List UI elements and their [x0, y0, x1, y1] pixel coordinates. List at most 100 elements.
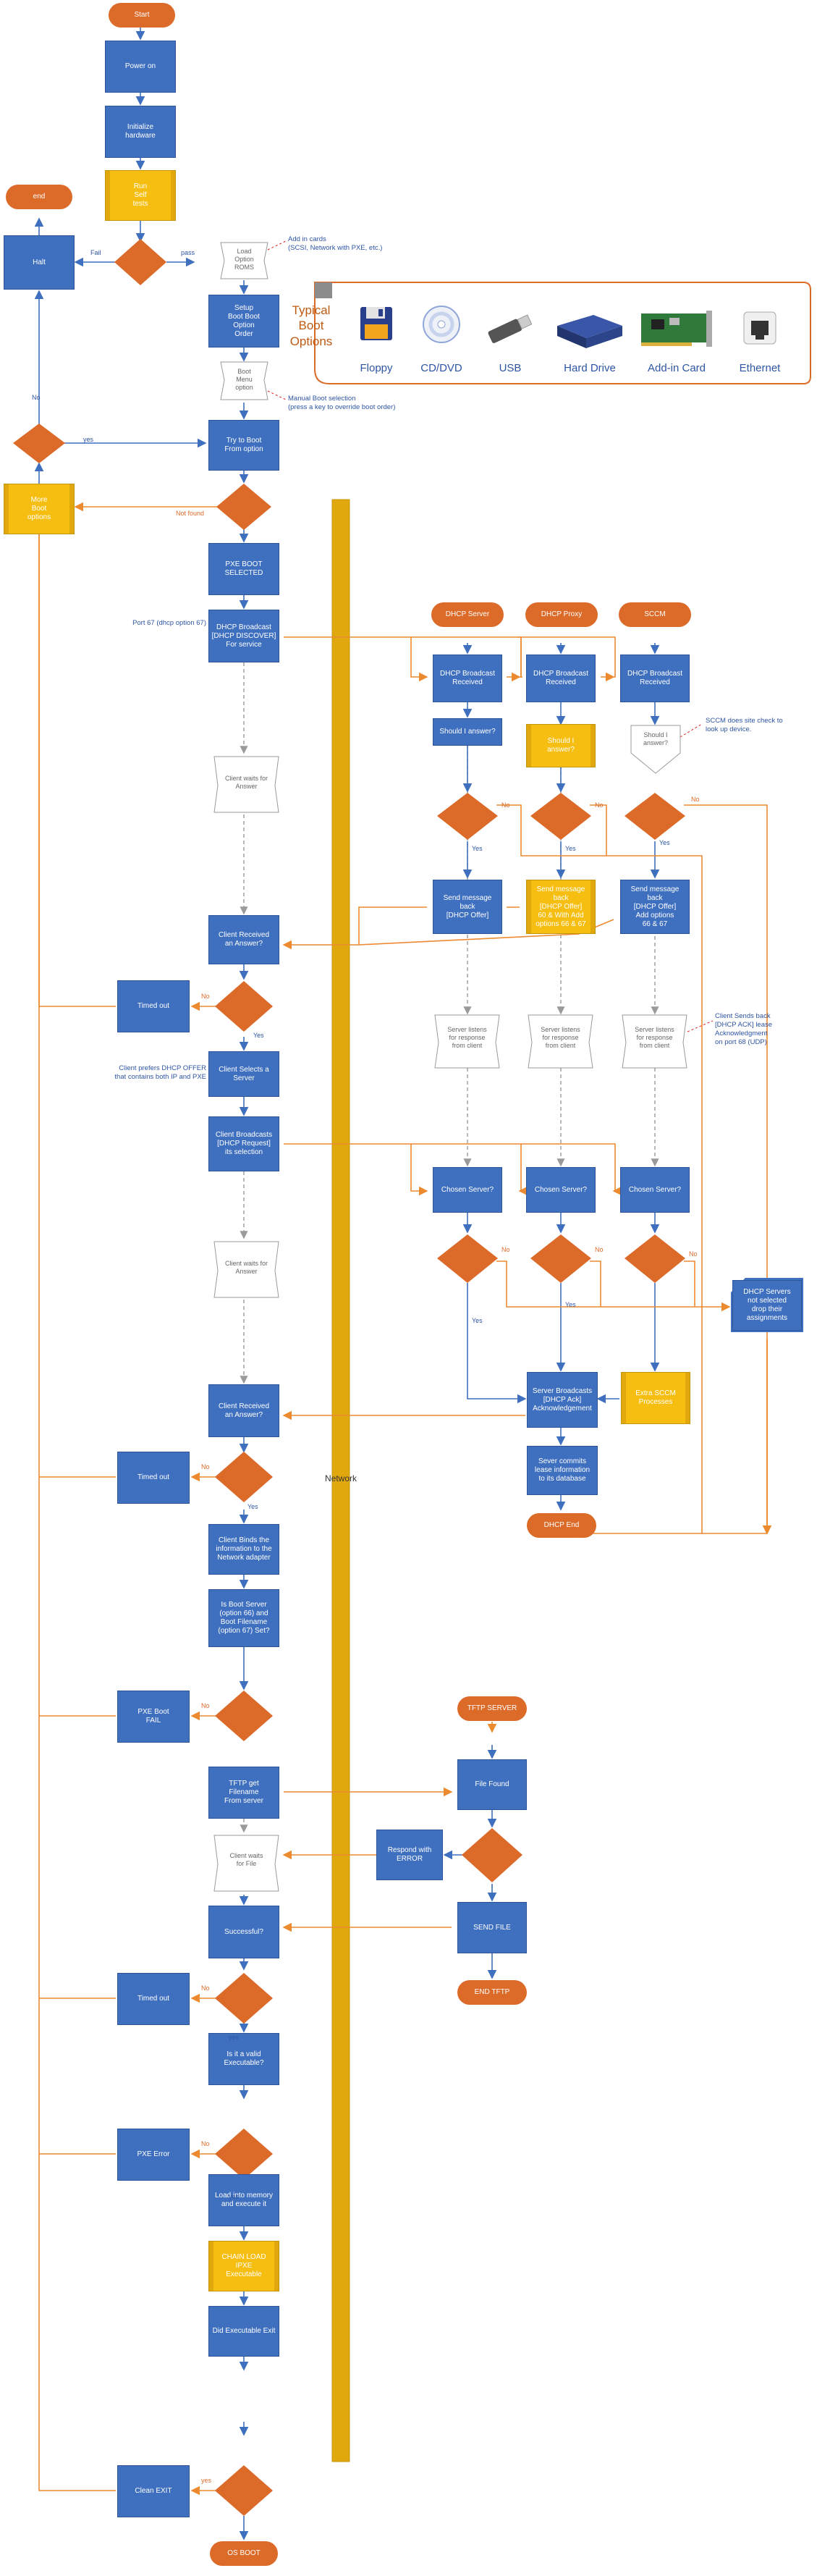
respond-error-step: Respond with ERROR: [376, 1830, 443, 1880]
not-found-diamond: [216, 484, 271, 530]
no-label-sccm: No: [691, 796, 700, 803]
no-label-ch3: No: [689, 1250, 698, 1258]
halt-step: Halt: [4, 235, 75, 290]
run-self-tests-step: Run Self tests: [105, 170, 176, 221]
add-in-cards-note: Add in cards (SCSI, Network with PXE, et…: [288, 235, 383, 252]
extra-sccm-processes-step: Extra SCCM Processes: [621, 1372, 690, 1424]
chosen3-diamond: [625, 1234, 685, 1283]
client-waits1-doc: [213, 756, 279, 813]
hard-drive-label: Hard Drive: [564, 362, 616, 374]
no-label-ch1: No: [501, 1246, 510, 1253]
client-selects-server-step: Client Selects a Server: [208, 1051, 279, 1097]
no-label-1: No: [201, 993, 210, 1000]
yes-label-2: Yes: [247, 1503, 258, 1510]
add-in-card-icon: [641, 311, 712, 347]
did-executable-exit-step: Did Executable Exit: [208, 2306, 279, 2357]
timed-out3-step: Timed out: [117, 1973, 190, 2025]
sccm-broadcast-received-step: DHCP Broadcast Received: [620, 654, 690, 702]
client-waits2-doc: [213, 1241, 279, 1298]
client-prefers-note: Client prefers DHCP OFFER that contains …: [114, 1064, 206, 1081]
not-selected-text: DHCP Servers not selected drop their ass…: [732, 1280, 802, 1331]
usb-label: USB: [499, 362, 522, 374]
initialize-hardware-step: Initialize hardware: [105, 106, 176, 158]
no-label-5: No: [201, 2140, 210, 2147]
yes-label-6: yes: [201, 2477, 212, 2484]
dhcp-server-terminator: DHCP Server: [431, 602, 504, 627]
cd-device: [420, 304, 463, 356]
srv-answer-diamond: [437, 793, 498, 840]
timed-out1-step: Timed out: [117, 980, 190, 1032]
end-terminator: end: [6, 185, 72, 209]
yes-label-prx: Yes: [565, 845, 576, 852]
yes-label-left: yes: [83, 436, 94, 443]
chosen-server1-step: Chosen Server?: [433, 1167, 502, 1213]
server-listens2-text: Server listens for response from client: [541, 1026, 580, 1049]
sccm-check-note: SCCM does site check to look up device.: [706, 717, 783, 733]
pxe-boot-selected-step: PXE BOOT SELECTED: [208, 543, 279, 595]
floppy-label: Floppy: [360, 362, 393, 374]
is-valid-executable-step: Is it a valid Executable?: [208, 2033, 279, 2085]
client-sends-back-note: Client Sends back [DHCP ACK] lease Ackno…: [715, 1012, 773, 1046]
ethernet-label: Ethernet: [739, 362, 781, 374]
sccm-answer-diamond: [625, 793, 685, 840]
no-label-left: No: [32, 394, 41, 401]
pass-label: pass: [181, 249, 195, 256]
ethernet-device: [738, 308, 782, 351]
setup-boot-order-step: Setup Boot Boot Option Order: [208, 295, 279, 348]
sccm-send-offer-step: Send message back [DHCP Offer] Add optio…: [620, 880, 690, 934]
srv-listens1-doc: [434, 1014, 500, 1069]
self-test-diamond: [114, 239, 166, 285]
cd-label: CD/DVD: [420, 362, 462, 374]
chosen1-diamond: [437, 1234, 498, 1283]
no-label-2: No: [201, 1463, 210, 1470]
dhcp-discover-step: DHCP Broadcast [DHCP DISCOVER] For servi…: [208, 610, 279, 662]
cd-icon: [423, 306, 460, 343]
answer2-diamond: [215, 1452, 273, 1502]
server-should-answer-step: Should I answer?: [433, 718, 502, 746]
server-listens3-text: Server listens for response from client: [635, 1026, 674, 1049]
prx-answer-diamond: [530, 793, 591, 840]
more-options-diamond: [13, 424, 65, 463]
yes-label-ch1: Yes: [472, 1317, 483, 1324]
hard-drive-device: [554, 308, 626, 351]
chosen2-diamond: [530, 1234, 591, 1283]
try-boot-step: Try to Boot From option: [208, 420, 279, 471]
chain-load-ipxe-step: CHAIN LOAD IPXE Executable: [208, 2241, 279, 2291]
boot-menu-text: Boot Menu option: [235, 368, 253, 391]
timed-out2-step: Timed out: [117, 1452, 190, 1504]
floppy-device: [355, 304, 398, 356]
client-binds-step: Client Binds the information to the Netw…: [208, 1524, 279, 1575]
os-boot-terminator: OS BOOT: [210, 2541, 278, 2566]
boot-menu-doc: [220, 361, 268, 400]
server-commits-step: Sever commits lease information to its d…: [527, 1446, 598, 1495]
add-in-card-label: Add-in Card: [647, 362, 706, 374]
client-waits1-text: Client waits for Answer: [224, 775, 268, 790]
yes-label-sccm: Yes: [659, 839, 670, 846]
server-listens1-text: Server listens for response from client: [447, 1026, 487, 1049]
network-bar: [331, 499, 350, 2462]
dhcp-end-terminator: DHCP End: [527, 1513, 596, 1538]
client-waits-file-doc: [213, 1835, 279, 1892]
srv-listens2-doc: [528, 1014, 593, 1069]
yes-label-srv: Yes: [472, 845, 483, 852]
floppy-icon: [360, 307, 392, 340]
server-ack-step: Server Broadcasts [DHCP Ack] Acknowledge…: [527, 1372, 598, 1428]
successful-diamond: [215, 1973, 273, 2024]
server-broadcast-received-step: DHCP Broadcast Received: [433, 654, 502, 702]
not-found-label: Not found: [176, 510, 205, 517]
boot-options-title: Typical Boot Options: [289, 303, 333, 348]
chosen-server3-step: Chosen Server?: [620, 1167, 690, 1213]
yes-label-1: Yes: [253, 1032, 264, 1039]
tftp-get-filename-step: TFTP get Filename From server: [208, 1767, 279, 1819]
client-waits2-text: Client waits for Answer: [224, 1260, 268, 1275]
pxe-boot-fail-step: PXE Boot FAIL: [117, 1691, 190, 1743]
no-label-3: No: [201, 1702, 210, 1709]
hard-drive-icon: [557, 315, 622, 348]
no-label-srv: No: [501, 801, 510, 809]
dhcp-proxy-terminator: DHCP Proxy: [525, 602, 598, 627]
server-send-offer-step: Send message back [DHCP Offer]: [433, 880, 502, 934]
manual-boot-note: Manual Boot selection (press a key to ov…: [288, 395, 396, 411]
more-boot-options-step: More Boot options: [4, 484, 75, 534]
ethernet-icon: [743, 311, 776, 345]
